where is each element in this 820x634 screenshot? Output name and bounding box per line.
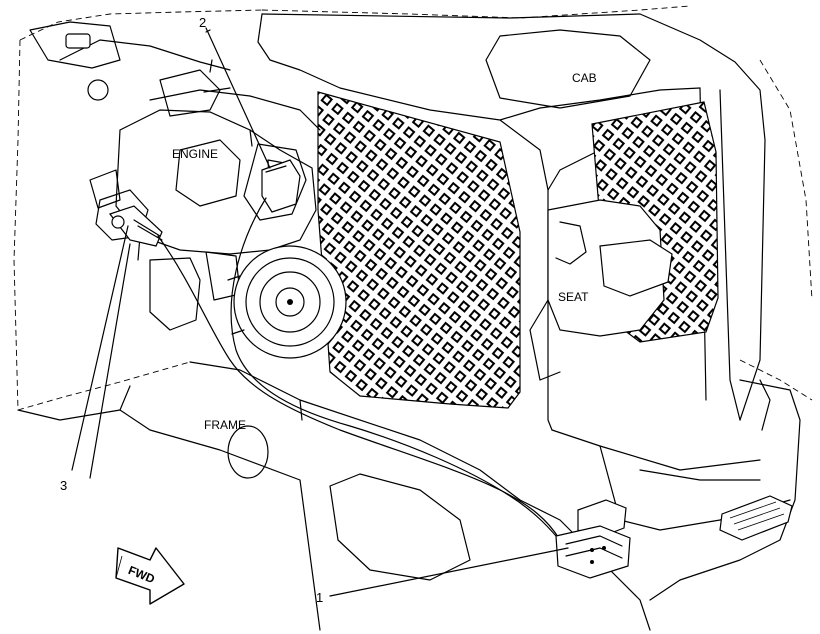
label-seat: SEAT	[558, 290, 589, 304]
callout-1: 1	[316, 590, 323, 605]
label-cab: CAB	[572, 71, 597, 85]
label-frame: FRAME	[204, 418, 246, 432]
label-engine: ENGINE	[172, 147, 218, 161]
frame	[17, 361, 651, 631]
fwd-arrow-icon: FWD	[115, 547, 185, 605]
cab-front-screen	[317, 91, 719, 409]
wiring-harness	[157, 197, 567, 549]
step-plate	[719, 495, 793, 541]
leader-lines	[71, 27, 569, 597]
right-side-structure	[599, 379, 801, 601]
flywheel	[227, 245, 347, 359]
connector-block	[555, 499, 631, 579]
sensor-bracket	[261, 159, 301, 213]
speed-sensor	[109, 205, 163, 247]
seat	[529, 199, 673, 381]
callout-2: 2	[199, 15, 206, 30]
callout-3: 3	[60, 478, 67, 493]
